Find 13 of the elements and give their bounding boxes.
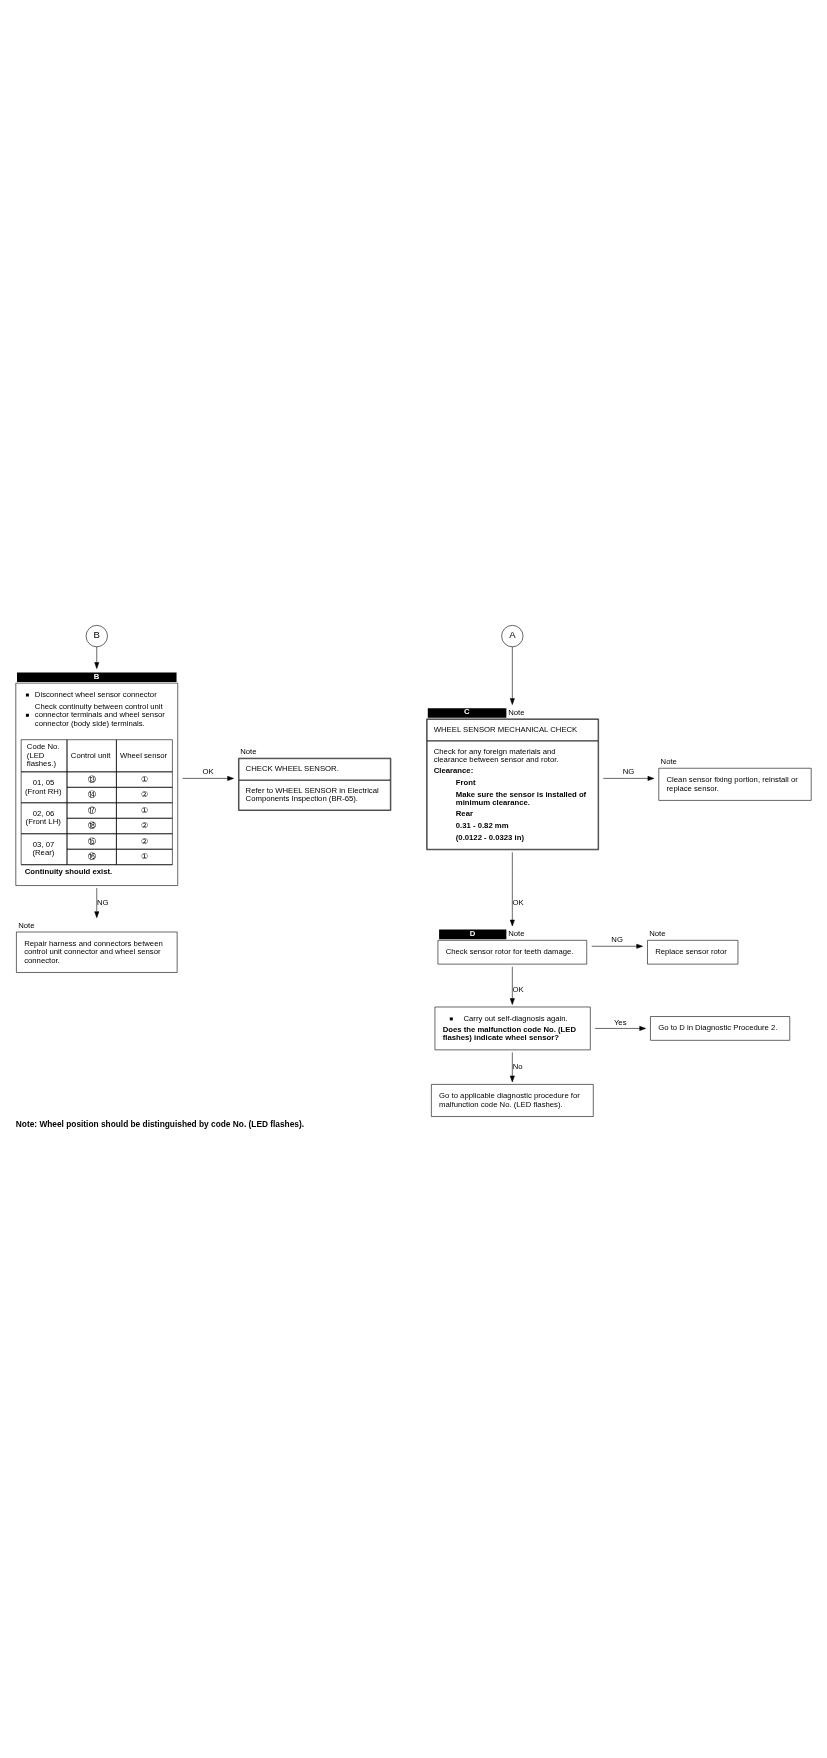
arrow <box>509 1052 515 1083</box>
arrow <box>182 776 234 781</box>
arrow <box>594 1026 646 1031</box>
arrow <box>509 852 515 927</box>
arrow <box>509 646 515 705</box>
caption: Note: Wheel position should be distinguished by code No. (LED flashes). <box>15 1119 305 1130</box>
arrow <box>591 943 643 949</box>
node-circle: A <box>501 625 524 648</box>
arrow <box>94 887 100 918</box>
arrow <box>602 776 655 781</box>
arrow <box>509 966 515 1005</box>
node-circle: B <box>85 625 108 648</box>
arrow <box>94 646 100 669</box>
